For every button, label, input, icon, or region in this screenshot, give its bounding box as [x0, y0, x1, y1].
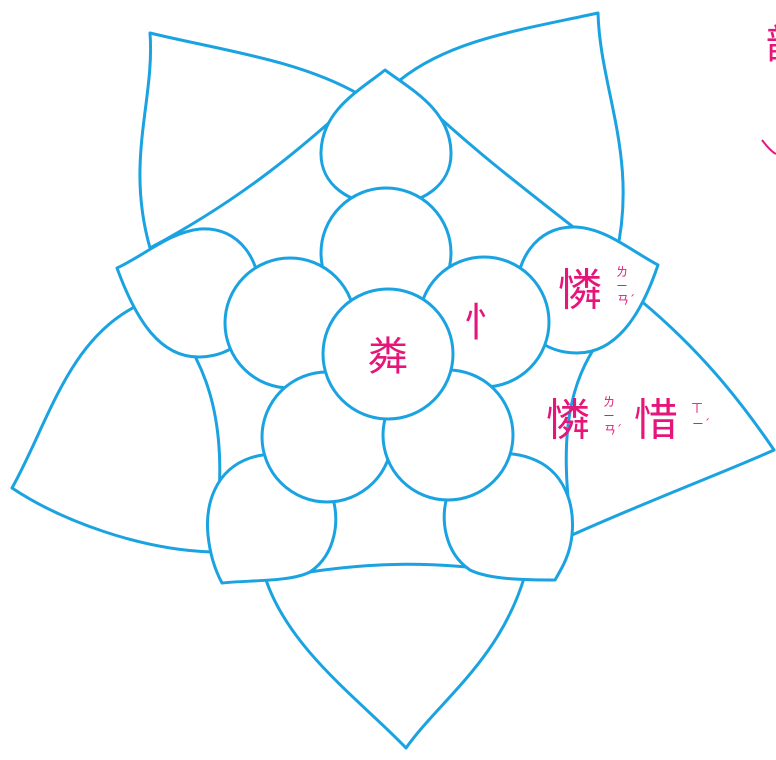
bud-radical: 忄 [464, 300, 504, 346]
word-char-2-zhuyin-2: ㄧˊ [692, 417, 710, 431]
word-char-1: 憐 [546, 395, 590, 446]
top-right-zhuyin-2: ㄧ [616, 279, 628, 293]
petal-right [564, 298, 776, 537]
partial-corner-stroke [761, 139, 776, 155]
top-right-zhuyin-3: ㄢˊ [617, 293, 635, 307]
top-right-character: 憐 [558, 265, 602, 316]
petal-bottom [264, 562, 527, 750]
partial-corner-glyph: 韵 [766, 22, 776, 68]
word-char-1-zhuyin-2: ㄧ [603, 409, 615, 423]
petal-top-right [398, 11, 625, 262]
petal-left [10, 298, 222, 554]
word-char-2-zhuyin-1: ㄒ [691, 401, 703, 415]
center-radical: 粦 [368, 334, 408, 380]
word-char-2: 惜 [634, 395, 678, 446]
petal-top-left [138, 31, 362, 250]
center-circle [321, 287, 455, 421]
word-char-1-zhuyin-1: ㄌ [603, 395, 615, 409]
word-char-1-zhuyin-3: ㄢˊ [604, 423, 622, 437]
top-right-zhuyin-1: ㄌ [616, 265, 628, 279]
